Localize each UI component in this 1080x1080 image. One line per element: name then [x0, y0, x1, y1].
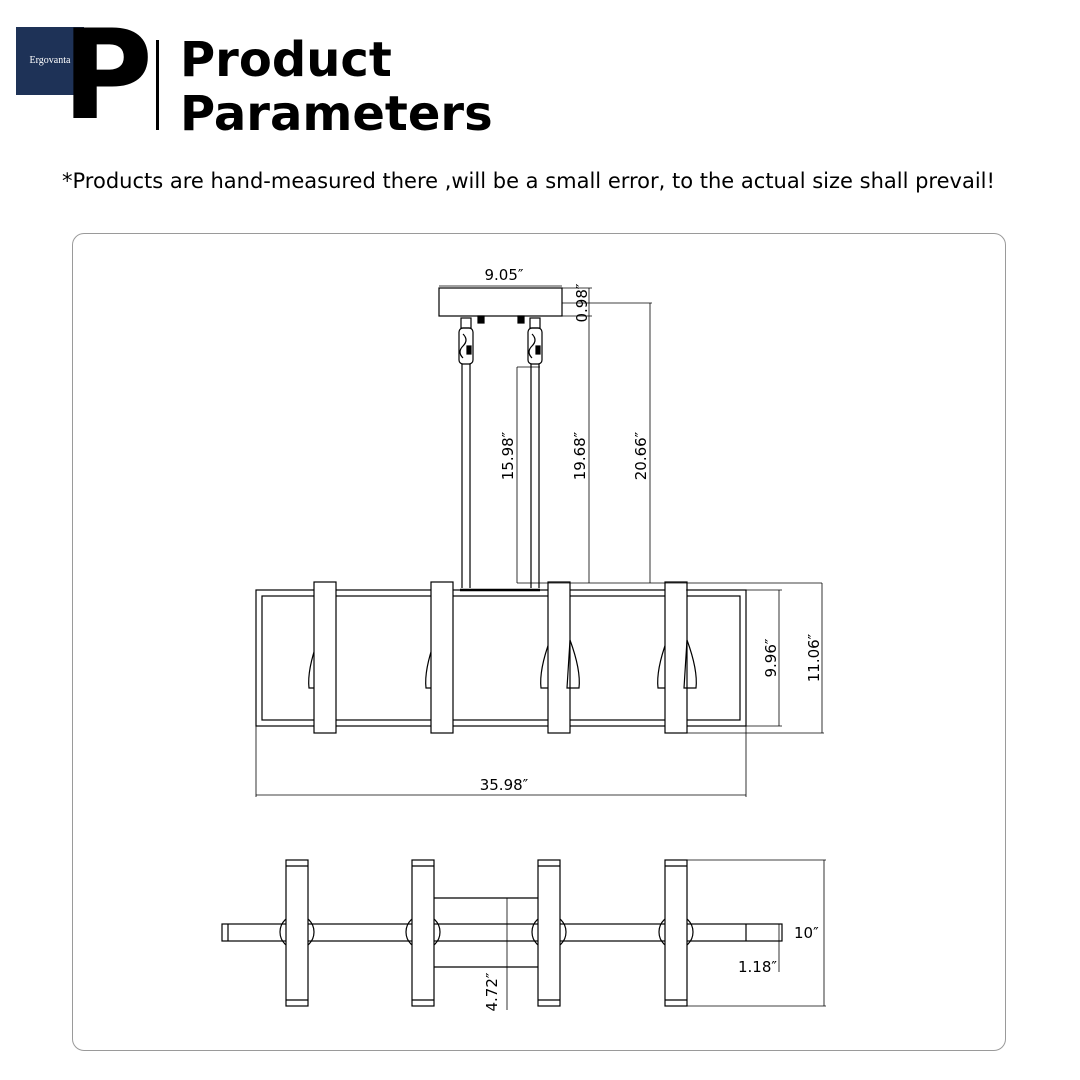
- shade-1: [308, 581, 337, 734]
- dim-depth: 10″: [794, 924, 819, 942]
- dim-total-length: 35.98″: [480, 776, 529, 794]
- dim-rod-length: 15.98″: [499, 431, 517, 480]
- shade-4: [657, 581, 697, 734]
- shade-2: [425, 581, 454, 734]
- dim-total-height: 11.06″: [805, 633, 823, 682]
- top-bar-3: [531, 859, 567, 1007]
- measurement-note: *Products are hand-measured there ,will …: [62, 169, 995, 193]
- shade-3: [540, 581, 580, 734]
- dim-canopy-width: 9.05″: [484, 266, 523, 284]
- brand-logo: Ergovanta: [16, 27, 84, 95]
- dim-overall-drop: 20.66″: [632, 431, 650, 480]
- dim-canopy-depth: 4.72″: [483, 972, 501, 1011]
- diagram-panel: [72, 233, 1006, 1051]
- canopy-screw-left: [477, 315, 485, 324]
- top-bar-2: [405, 859, 441, 1007]
- dim-bar-width: 1.18″: [738, 958, 777, 976]
- page-title-line1: Product: [180, 32, 392, 88]
- top-view: [221, 859, 783, 1010]
- dim-frame-height: 9.96″: [762, 638, 780, 677]
- dim-canopy-height: 0.98″: [573, 283, 591, 322]
- canopy: [438, 287, 563, 317]
- top-bar-4: [658, 859, 694, 1007]
- canopy-screw-right: [517, 315, 525, 324]
- dim-drop-to-top: 19.68″: [571, 431, 589, 480]
- top-bar-1: [279, 859, 315, 1007]
- hanger-right: [527, 317, 543, 588]
- page-title-line2: Parameters: [180, 86, 493, 142]
- header-letter: P: [62, 4, 153, 148]
- frame-inner: [261, 595, 741, 721]
- hanger-left: [458, 317, 474, 588]
- title-divider: [156, 40, 159, 130]
